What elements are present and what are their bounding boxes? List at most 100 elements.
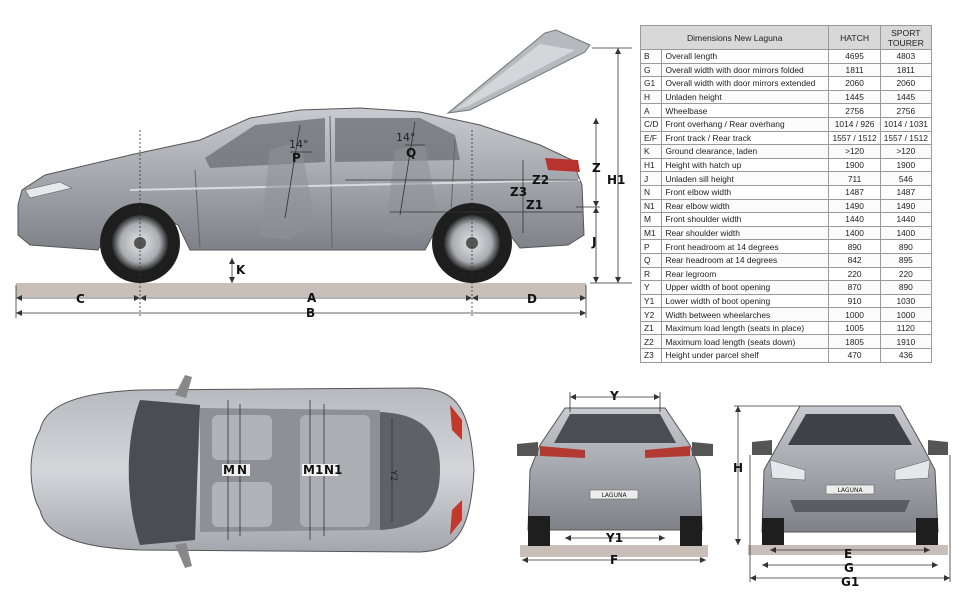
row-hatch-value: 1400 bbox=[828, 225, 881, 241]
row-tourer-value: 220 bbox=[879, 266, 932, 282]
row-name: Rear shoulder width bbox=[661, 225, 830, 241]
front-view: LAGUNA H E G G1 bbox=[733, 405, 951, 589]
row-hatch-value: 470 bbox=[828, 348, 881, 363]
row-code: G bbox=[639, 62, 663, 78]
row-code: Y1 bbox=[639, 293, 663, 309]
label-K: K bbox=[236, 263, 246, 277]
label-Z1: Z1 bbox=[526, 198, 543, 212]
row-hatch-value: 1440 bbox=[828, 212, 881, 227]
row-code: Y bbox=[639, 280, 663, 295]
side-arrows bbox=[16, 48, 621, 316]
label-Y: Y bbox=[609, 389, 619, 403]
row-code: M bbox=[639, 212, 663, 227]
row-hatch-value: 1445 bbox=[828, 89, 881, 105]
row-hatch-value: 910 bbox=[828, 293, 881, 309]
row-name: Rear headroom at 14 degrees bbox=[661, 252, 830, 268]
row-code: G1 bbox=[639, 76, 663, 91]
label-Q: Q bbox=[406, 146, 416, 160]
label-Z: Z bbox=[592, 161, 601, 175]
row-tourer-value: 1000 bbox=[879, 307, 932, 322]
row-tourer-value: 1900 bbox=[879, 157, 932, 173]
row-name: Wheelbase bbox=[661, 103, 830, 118]
label-Z2: Z2 bbox=[532, 173, 549, 187]
dimensions-table: Dimensions New Laguna HATCH SPORT TOURER… bbox=[639, 25, 932, 363]
row-name: Maximum load length (seats in place) bbox=[661, 320, 830, 336]
row-hatch-value: 1900 bbox=[828, 157, 881, 173]
label-F: F bbox=[610, 553, 618, 567]
row-hatch-value: 1014 / 926 bbox=[828, 116, 881, 132]
row-code: R bbox=[639, 266, 663, 282]
row-name: Front overhang / Rear overhang bbox=[661, 116, 830, 132]
row-hatch-value: 1811 bbox=[828, 62, 881, 78]
row-code: H bbox=[639, 89, 663, 105]
row-hatch-value: 1805 bbox=[828, 334, 881, 350]
row-tourer-value: 1557 / 1512 bbox=[879, 130, 932, 146]
row-hatch-value: 1005 bbox=[828, 320, 881, 336]
row-name: Front elbow width bbox=[661, 184, 830, 200]
label-G1: G1 bbox=[841, 575, 859, 589]
column-header-hatch: HATCH bbox=[828, 25, 881, 50]
row-hatch-value: 842 bbox=[828, 252, 881, 268]
row-code: E/F bbox=[639, 130, 663, 146]
label-M: M bbox=[223, 463, 235, 477]
ground-strip bbox=[16, 283, 586, 297]
row-hatch-value: 2756 bbox=[828, 103, 881, 118]
row-tourer-value: 1120 bbox=[879, 320, 932, 336]
row-tourer-value: 546 bbox=[879, 171, 932, 186]
row-hatch-value: 1557 / 1512 bbox=[828, 130, 881, 146]
label-N1: N1 bbox=[324, 463, 342, 477]
row-code: Y2 bbox=[639, 307, 663, 322]
row-code: K bbox=[639, 144, 663, 159]
row-name: Maximum load length (seats down) bbox=[661, 334, 830, 350]
table-title: Dimensions New Laguna bbox=[639, 25, 830, 50]
row-hatch-value: 4695 bbox=[828, 49, 881, 64]
row-hatch-value: 2060 bbox=[828, 76, 881, 91]
row-code: M1 bbox=[639, 225, 663, 241]
top-view: M N M1 N1 Y2 bbox=[30, 375, 475, 568]
table-header-row: Dimensions New Laguna HATCH SPORT TOURER bbox=[639, 25, 932, 50]
row-name: Front headroom at 14 degrees bbox=[661, 239, 830, 254]
label-angle-rear: 14° bbox=[396, 131, 416, 144]
row-tourer-value: 4803 bbox=[879, 49, 932, 64]
row-name: Rear elbow width bbox=[661, 198, 830, 214]
row-code: B bbox=[639, 49, 663, 64]
row-name: Unladen height bbox=[661, 89, 830, 105]
row-hatch-value: 711 bbox=[828, 171, 881, 186]
row-tourer-value: 1487 bbox=[879, 184, 932, 200]
front-badge: LAGUNA bbox=[837, 487, 863, 494]
row-tourer-value: 1440 bbox=[879, 212, 932, 227]
row-name: Lower width of boot opening bbox=[661, 293, 830, 309]
row-tourer-value: 895 bbox=[879, 252, 932, 268]
row-code: C/D bbox=[639, 116, 663, 132]
label-N: N bbox=[237, 463, 247, 477]
row-code: Z3 bbox=[639, 348, 663, 363]
row-name: Rear legroom bbox=[661, 266, 830, 282]
rear-view: LAGUNA Y Y1 F bbox=[517, 389, 713, 567]
row-hatch-value: 1000 bbox=[828, 307, 881, 322]
row-code: N1 bbox=[639, 198, 663, 214]
row-name: Ground clearance, laden bbox=[661, 144, 830, 159]
row-name: Front shoulder width bbox=[661, 212, 830, 227]
label-Y1: Y1 bbox=[605, 531, 623, 545]
row-hatch-value: 1487 bbox=[828, 184, 881, 200]
row-name: Front track / Rear track bbox=[661, 130, 830, 146]
label-H: H bbox=[733, 461, 743, 475]
row-tourer-value: 436 bbox=[879, 348, 932, 363]
label-Y2: Y2 bbox=[388, 469, 398, 481]
row-code: Z2 bbox=[639, 334, 663, 350]
rear-ground bbox=[520, 545, 708, 557]
